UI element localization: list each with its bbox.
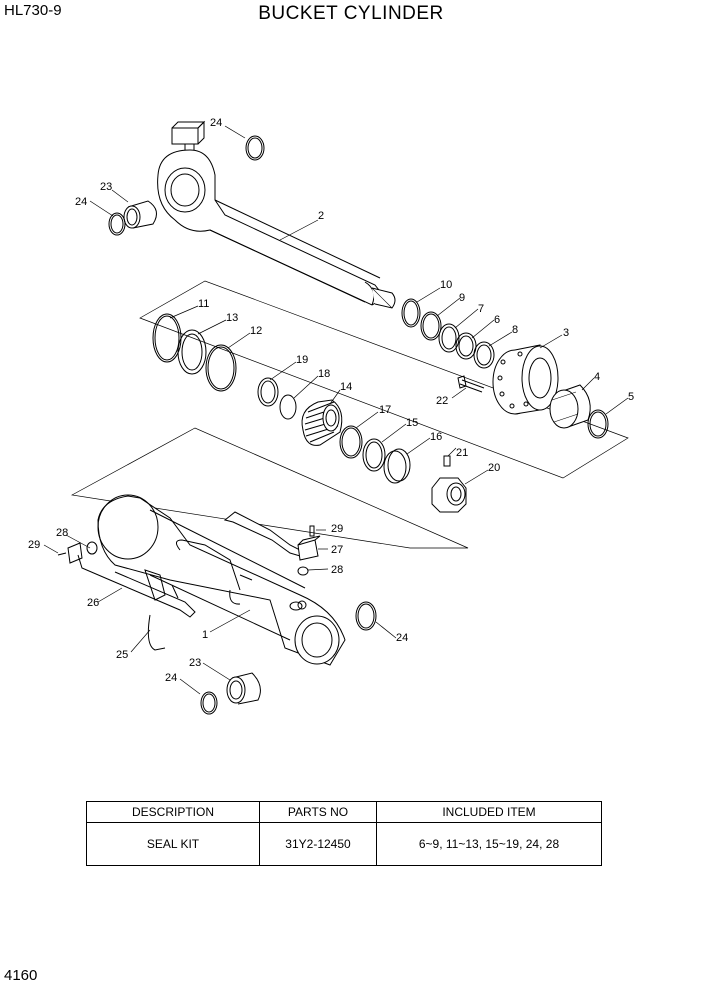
callout-25: 25: [116, 649, 128, 661]
callout-24-top: 24: [210, 117, 222, 129]
page-number: 4160: [4, 967, 38, 984]
callout-12: 12: [250, 325, 262, 337]
set-screw-21: [443, 455, 451, 467]
o-ring-24-right: [355, 601, 377, 631]
callout-22: 22: [436, 395, 448, 407]
callout-29-right: 29: [331, 523, 343, 535]
callout-28-left: 28: [56, 527, 68, 539]
callout-10: 10: [440, 279, 452, 291]
seal-12: [205, 344, 237, 392]
callout-26: 26: [87, 597, 99, 609]
callout-23-bottom: 23: [189, 657, 201, 669]
callout-27: 27: [331, 544, 343, 556]
seal-9: [420, 311, 442, 341]
callout-3: 3: [563, 327, 569, 339]
pipe-assembly-26: [77, 511, 301, 651]
retaining-ring-10: [401, 298, 421, 328]
bolt-29-right: [309, 525, 315, 537]
callout-4: 4: [594, 371, 600, 383]
ring-17: [339, 425, 363, 459]
callout-23-top: 23: [100, 181, 112, 193]
callout-18: 18: [318, 368, 330, 380]
o-ring-24-bottom: [200, 691, 218, 715]
callout-24-left: 24: [75, 196, 87, 208]
header-included-item: INCLUDED ITEM: [376, 801, 602, 823]
callout-28-right: 28: [331, 564, 343, 576]
callout-17: 17: [379, 404, 391, 416]
seal-8: [473, 341, 495, 369]
callout-20: 20: [488, 462, 500, 474]
cylinder-tube-1: [97, 494, 346, 666]
seal-7: [438, 323, 460, 353]
callout-14: 14: [340, 381, 352, 393]
ring-15: [362, 438, 386, 472]
flange-left: [67, 542, 83, 564]
callout-16: 16: [430, 431, 442, 443]
bush-23-top: [123, 200, 158, 229]
callout-21: 21: [456, 447, 468, 459]
cell-description: SEAL KIT: [86, 822, 260, 866]
o-ring-24-left: [108, 212, 126, 236]
callout-19: 19: [296, 354, 308, 366]
flange-27: [297, 535, 321, 561]
model-number: HL730-9: [4, 2, 62, 19]
cell-parts-no: 31Y2-12450: [259, 822, 377, 866]
seal-13: [177, 329, 207, 375]
bush-23-bottom: [226, 672, 261, 705]
callout-8: 8: [512, 324, 518, 336]
leader-lines: [43, 125, 629, 695]
bolt-22: [457, 375, 485, 393]
seal-kit-table: DESCRIPTION PARTS NO INCLUDED ITEM SEAL …: [86, 801, 602, 866]
table-row: SEAL KIT 31Y2-12450 6~9, 11~13, 15~19, 2…: [86, 822, 602, 866]
ring-19: [257, 377, 279, 407]
piston-rod: [157, 120, 396, 309]
callout-13: 13: [226, 312, 238, 324]
bolt-29-left: [57, 552, 67, 556]
callout-6: 6: [494, 314, 500, 326]
o-ring-24-top: [245, 135, 265, 161]
o-ring-28-left: [86, 541, 98, 555]
seal-6: [455, 332, 477, 360]
seal-11: [152, 313, 182, 363]
o-ring-28-right: [297, 566, 309, 576]
assembly-guide-box: [139, 280, 629, 479]
header-description: DESCRIPTION: [86, 801, 260, 823]
callout-7: 7: [478, 303, 484, 315]
tube-guide-box: [70, 427, 469, 549]
page-title: BUCKET CYLINDER: [258, 3, 444, 24]
callout-24-bottom: 24: [165, 672, 177, 684]
callout-2: 2: [318, 210, 324, 222]
nut-20: [431, 477, 467, 513]
callout-9: 9: [459, 292, 465, 304]
callout-15: 15: [406, 417, 418, 429]
callout-5: 5: [628, 391, 634, 403]
rod-cover-3: [492, 344, 559, 415]
callout-24-right: 24: [396, 632, 408, 644]
piston-14: [301, 399, 343, 446]
callout-1: 1: [202, 629, 208, 641]
ring-5: [587, 409, 609, 439]
table-header-row: DESCRIPTION PARTS NO INCLUDED ITEM: [86, 801, 602, 823]
ring-16: [383, 448, 411, 484]
callout-29-left: 29: [28, 539, 40, 551]
ring-18: [279, 394, 297, 420]
header-parts-no: PARTS NO: [259, 801, 377, 823]
cell-included-item: 6~9, 11~13, 15~19, 24, 28: [376, 822, 602, 866]
callout-11: 11: [198, 298, 209, 310]
bushing-4: [549, 384, 591, 429]
